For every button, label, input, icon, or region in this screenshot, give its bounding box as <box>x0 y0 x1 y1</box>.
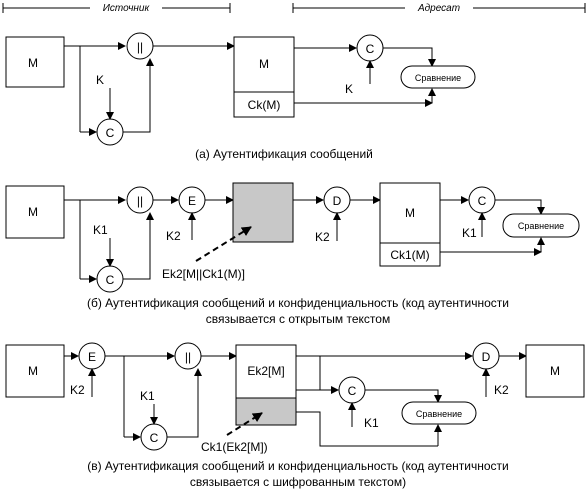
svg-text:K2: K2 <box>166 229 181 243</box>
svg-text:M: M <box>259 57 269 71</box>
caption-a: (а) Аутентификация сообщений <box>195 147 373 161</box>
mac-block-label: Ck1(M) <box>390 248 429 262</box>
recovered-message-block <box>525 344 585 398</box>
compare-block <box>400 65 476 89</box>
received-block <box>233 36 295 118</box>
caption-b-line1: (б) Аутентификация сообщений и конфиденц… <box>87 296 509 310</box>
svg-text:C: C <box>478 194 487 208</box>
caption-b-line2: связывается с открытым текстом <box>206 312 390 326</box>
svg-text:C: C <box>348 384 357 398</box>
svg-text:C: C <box>106 126 115 140</box>
svg-text:Сравнение: Сравнение <box>415 73 461 83</box>
cipher-block-label: Ek2[M] <box>247 364 284 378</box>
diagram-c: M E K2 || C K1 Ek2[M] Ck1(Ek2[M]) C K1 <box>5 342 585 489</box>
message-block <box>5 344 65 398</box>
svg-text:K1: K1 <box>140 389 155 403</box>
message-label: M <box>28 56 38 70</box>
svg-text:E: E <box>88 350 96 364</box>
svg-text:M: M <box>28 205 38 219</box>
svg-text:K1: K1 <box>462 226 477 240</box>
ciphertext-block <box>235 344 297 399</box>
svg-text:D: D <box>482 350 491 364</box>
ciphertext-block <box>232 182 294 243</box>
svg-text:M: M <box>405 206 415 220</box>
svg-text:M: M <box>550 364 560 378</box>
dest-label: Адресат <box>417 3 460 14</box>
diagram-b: M || C K1 E K2 Ek2[M||Ck1(M)] D K2 M Ck1… <box>5 182 580 326</box>
svg-text:Сравнение: Сравнение <box>416 409 462 419</box>
caption-c-line2: связывается с шифрованным текстом) <box>190 475 406 489</box>
svg-text:K: K <box>345 82 353 96</box>
mac-note: Ck1(Ek2[M]) <box>201 440 268 454</box>
svg-text:||: || <box>137 40 143 54</box>
svg-text:K2: K2 <box>494 383 509 397</box>
svg-text:C: C <box>150 431 159 445</box>
source-label: Источник <box>103 3 151 14</box>
svg-text:K2: K2 <box>70 383 85 397</box>
key-label: K <box>96 73 104 87</box>
mac-block-label: Ck(M) <box>248 98 281 112</box>
svg-text:D: D <box>333 194 342 208</box>
message-block <box>5 185 65 239</box>
svg-text:C: C <box>106 273 115 287</box>
svg-text:K1: K1 <box>364 416 379 430</box>
message-block <box>5 36 65 88</box>
svg-text:E: E <box>188 194 196 208</box>
svg-text:K2: K2 <box>315 230 330 244</box>
svg-text:M: M <box>28 364 38 378</box>
svg-text:K1: K1 <box>93 223 108 237</box>
svg-text:Сравнение: Сравнение <box>518 221 564 231</box>
cipher-note: Ek2[M||Ck1(M)] <box>162 267 245 281</box>
header: Источник Адресат <box>2 1 586 14</box>
svg-text:||: || <box>185 350 191 364</box>
caption-c-line1: (в) Аутентификация сообщений и конфиденц… <box>87 459 509 473</box>
diagram-a: M || C K M Ck(M) C K Сравнение (а) Аутен… <box>5 32 476 161</box>
svg-text:C: C <box>366 42 375 56</box>
svg-text:||: || <box>137 194 143 208</box>
received-block <box>379 182 441 267</box>
